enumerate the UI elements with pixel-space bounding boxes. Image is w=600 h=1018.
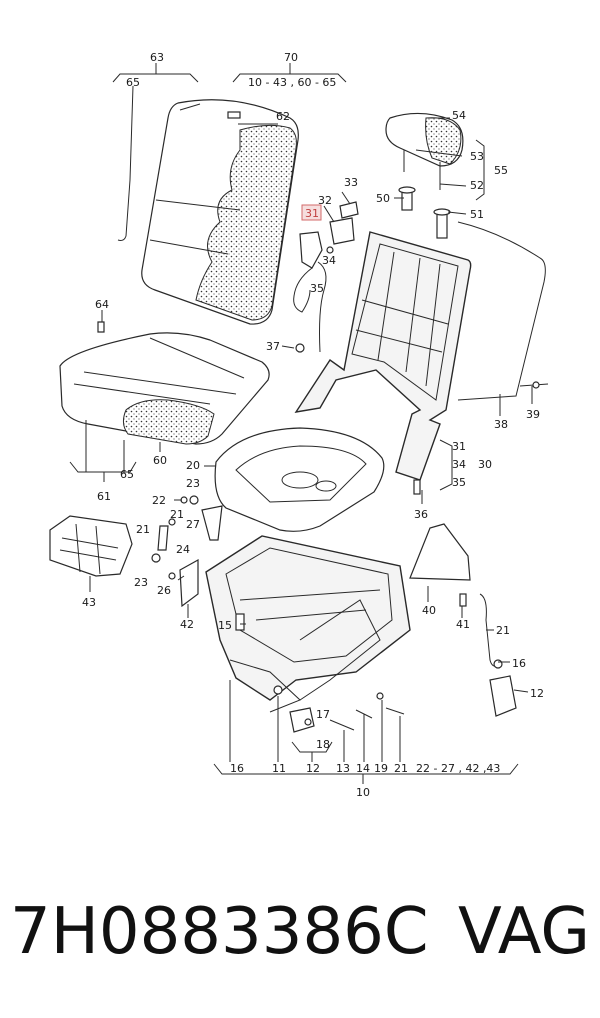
callout-61[interactable]: 61 [97,490,111,503]
callout-12-right[interactable]: 12 [530,687,544,700]
callout-18[interactable]: 18 [316,738,330,751]
callout-23-mid[interactable]: 23 [134,576,148,589]
callout-63[interactable]: 63 [150,51,164,64]
callout-12-bottom[interactable]: 12 [306,762,320,775]
callout-10[interactable]: 10 [356,786,370,799]
lumbar-support-43 [49,515,133,577]
callout-24[interactable]: 24 [176,543,190,556]
callout-30[interactable]: 30 [478,458,492,471]
bottom-bracket-10 [213,763,519,784]
callout-37[interactable]: 37 [266,340,280,353]
part-number: 7H0883386C [10,895,429,969]
callout-labels: 63 65 70 10 - 43 , 60 - 65 62 54 53 55 5… [82,51,544,799]
callout-22-left[interactable]: 22 [152,494,166,507]
callout-60[interactable]: 60 [153,454,167,467]
callout-21-mid[interactable]: 21 [170,508,184,521]
seat-cushion-cover [59,332,270,445]
headrest-guide-50 [398,186,416,211]
clip-64 [97,321,105,333]
seat-pan [214,427,385,532]
callout-21-right[interactable]: 21 [496,624,510,637]
pin-39 [519,381,549,389]
callout-22-27-range: 22 - 27 , 42 ,43 [416,762,500,775]
leader-lines [89,117,533,762]
callout-36[interactable]: 36 [414,508,428,521]
callout-15[interactable]: 15 [218,619,232,632]
callout-14[interactable]: 14 [356,762,370,775]
callout-42[interactable]: 42 [180,618,194,631]
callout-34[interactable]: 34 [322,254,336,267]
fittings-left [151,495,223,608]
callout-65-bottom[interactable]: 65 [120,468,134,481]
backrest-rear-panel [457,221,546,401]
bracket-12-right [489,659,517,717]
callout-40[interactable]: 40 [422,604,436,617]
callout-43[interactable]: 43 [82,596,96,609]
wire-65-top [117,85,134,241]
seat-frame [205,535,411,713]
callout-23-left[interactable]: 23 [186,477,200,490]
callout-35-frame[interactable]: 35 [452,476,466,489]
headrest [385,112,464,190]
callout-53[interactable]: 53 [470,150,484,163]
backrest-frame [294,231,472,481]
callout-13[interactable]: 13 [336,762,350,775]
callout-11[interactable]: 11 [272,762,286,775]
bolt-41 [459,593,467,607]
callout-70-range: 10 - 43 , 60 - 65 [248,76,336,89]
callout-52[interactable]: 52 [470,179,484,192]
callout-34-frame[interactable]: 34 [452,458,466,471]
callout-31-frame[interactable]: 31 [452,440,466,453]
callout-33[interactable]: 33 [344,176,358,189]
callout-62[interactable]: 62 [276,110,290,123]
callout-55[interactable]: 55 [494,164,508,177]
callout-50[interactable]: 50 [376,192,390,205]
callout-17[interactable]: 17 [316,708,330,721]
callout-20[interactable]: 20 [186,459,200,472]
bolts-bottom [235,479,421,733]
callout-41[interactable]: 41 [456,618,470,631]
callout-26[interactable]: 26 [157,584,171,597]
callout-65-top[interactable]: 65 [126,76,140,89]
callout-51[interactable]: 51 [470,208,484,221]
bottom-bracket-61 [69,420,137,482]
side-cover-40 [409,523,471,581]
callout-38[interactable]: 38 [494,418,508,431]
callout-16-right[interactable]: 16 [512,657,526,670]
top-bracket-63 [112,63,199,83]
headrest-guide-51 [433,208,451,239]
seat-parts-diagram: 63 65 70 10 - 43 , 60 - 65 62 54 53 55 5… [49,51,549,799]
callout-35[interactable]: 35 [310,282,324,295]
callout-32[interactable]: 32 [318,194,332,207]
callout-31-highlighted[interactable]: 31 [305,207,319,220]
recliner-mechanism [293,201,359,353]
callout-70[interactable]: 70 [284,51,298,64]
callout-19[interactable]: 19 [374,762,388,775]
brand-label: VAG [458,895,590,969]
callout-64[interactable]: 64 [95,298,109,311]
callout-16-bottom[interactable]: 16 [230,762,244,775]
callout-21-bottom[interactable]: 21 [394,762,408,775]
callout-21-left[interactable]: 21 [136,523,150,536]
top-bracket-70 [232,63,347,83]
callout-54[interactable]: 54 [452,109,466,122]
callout-27[interactable]: 27 [186,518,200,531]
callout-39[interactable]: 39 [526,408,540,421]
backrest-cover [141,99,299,325]
